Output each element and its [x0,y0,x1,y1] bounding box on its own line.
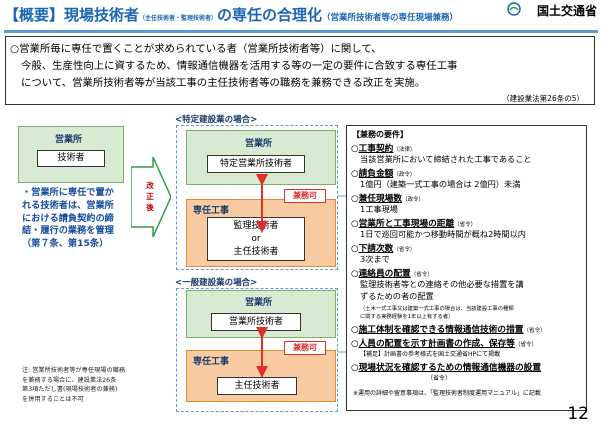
left-office-label: 営業所 [55,135,83,145]
left-note-line: を兼務する場合に、建設業法26条 [22,376,117,384]
revision-arrow-icon [131,157,171,237]
arrow-char: 後 [146,203,154,212]
left-description: ・営業所に専任で置か れる技術者は、営業所 における請負契約の締 結・履行の業務… [22,187,132,251]
law-citation: （建設業法第26条の5） [502,94,584,103]
specific-engineer-box: 特定営業所技術者 [207,155,305,173]
requirements-panel: 【兼務の要件】 ○工事契約（法律） 当該営業所において締結された工事であること … [346,125,587,411]
specific-office-box: 営業所 特定営業所技術者 [186,130,336,185]
req-item-ict-device: ○現場状況を確認するための情報通信機器の設置 [351,363,542,373]
req-detail-small: 【補足】計画書の参考様式を国土交通省HPにて掲載 [360,351,501,358]
left-desc-line: ・営業所に専任で置か [22,187,114,198]
title-tail: の専任の合理化 [217,6,323,24]
general-site-label: 専任工事 [193,357,230,367]
site-engineer-line: 監理技術者 [233,221,279,231]
title-main: 【概要】現場技術者 [4,6,140,24]
left-note-line: 第3項ただし書(現場技術者の兼務) [22,386,118,394]
title-parenthetical: （営業所技術者等の専任現場兼務） [322,13,459,23]
left-engineer-box: 技術者 [37,150,105,167]
req-detail: 当該営業所において締結された工事であること [360,154,532,164]
left-desc-line: れる技術者は、営業所 [22,199,114,211]
title-small: （主任技術者・監理技術者） [139,15,218,22]
left-desc-line: （第７条、第15条） [22,238,109,250]
ministry-name: 国土交通省 [536,4,597,18]
req-detail: 1日で巡回可能かつ移動時間が概ね2時間以内 [360,229,526,239]
arrow-char: 正 [146,192,154,201]
general-kamu-badge: 兼務可 [284,341,326,355]
title-divider [4,30,598,33]
intro-line-2: 今般、生産性向上に資するため、情報通信機器を活用する等の一定の要件に合致する専任… [21,60,458,72]
intro-line-3: について、営業所技術者等が当該工事の主任技術者等の職務を兼務できる改正を実施。 [21,77,426,89]
specific-site-box: 専任工事 監理技術者 or 主任技術者 [186,199,336,267]
specific-heading: <特定建設業の場合> [175,115,258,125]
requirements-title: 【兼務の要件】 [352,130,408,139]
revision-arrow-text: 改 正 後 [143,180,157,213]
left-note: 注: 営業所技術者等が専任現場の職務 を兼務する場合に、建設業法26条 第3項た… [22,366,172,404]
req-detail: 1工事現場 [360,204,398,214]
req-item-distance: ○営業所と工事現場の距離（省令） [351,219,477,229]
req-detail-small: に関する実務経験を1年以上有する者） [360,314,454,320]
intro-line-1: ○営業所毎に専任で置くことが求められている者（営業所技術者等）に関して、 [10,43,382,55]
specific-dashed-frame [176,125,338,270]
site-engineer-line: or [251,234,261,244]
left-desc-line: 結・履行の業務を管理 [22,225,114,237]
req-item-liaison: ○連絡員の配置（省令） [351,269,433,279]
site-engineer-line: 主任技術者 [233,247,279,257]
ministry-logo-icon [507,2,521,16]
general-office-label: 営業所 [245,298,273,308]
arrow-char: 改 [146,181,154,190]
specific-kamu-badge: 兼務可 [284,189,326,203]
req-detail: 監理技術者等との連絡その他必要な措置を講 [360,279,524,289]
req-item-contract: ○工事契約（法律） [351,144,416,154]
requirements-footnote: ※運用の詳細や留意事項は、「監理技術者制度運用マニュアル」に記載 [353,390,541,397]
req-item-site-count: ○兼任現場数（政令） [351,194,425,204]
left-note-line: を併用することは不可 [22,395,84,403]
req-detail: 3次まで [360,254,390,264]
general-heading: <一般建設業の場合> [175,278,258,288]
req-item-subcontract-tier: ○下請次数（省令） [351,244,416,254]
req-item-plan: ○人員の配置を示す計画書の作成、保存等（省令） [351,339,537,349]
page-number: 12 [567,404,589,424]
req-detail: 1億円（建築一式工事の場合は 2億円）未満 [360,179,521,189]
req-item-amount: ○請負金額（政令） [351,169,416,179]
req-detail: （省令） [427,375,452,382]
intro-box: ○営業所毎に専任で置くことが求められている者（営業所技術者等）に関して、 今般、… [5,36,595,105]
req-item-ict-measure: ○施工体制を確認できる情報通信技術の措置（省令） [351,325,546,335]
req-detail-small: （土木一式工事又は建築一式工事の場合は、当該建設工事の種類 [360,306,514,312]
left-office-panel: 営業所 技術者 [18,126,124,183]
left-desc-line: における請負契約の締 [22,212,114,224]
specific-office-label: 営業所 [245,139,273,149]
left-note-line: 注: 営業所技術者等が専任現場の職務 [22,367,126,374]
general-dashed-frame [176,288,338,412]
page-title: 【概要】現場技術者（主任技術者・監理技術者）の専任の合理化（営業所技術者等の専任… [4,4,524,30]
specific-site-label: 専任工事 [193,206,230,216]
req-detail: ずるための者の配置 [360,291,434,301]
